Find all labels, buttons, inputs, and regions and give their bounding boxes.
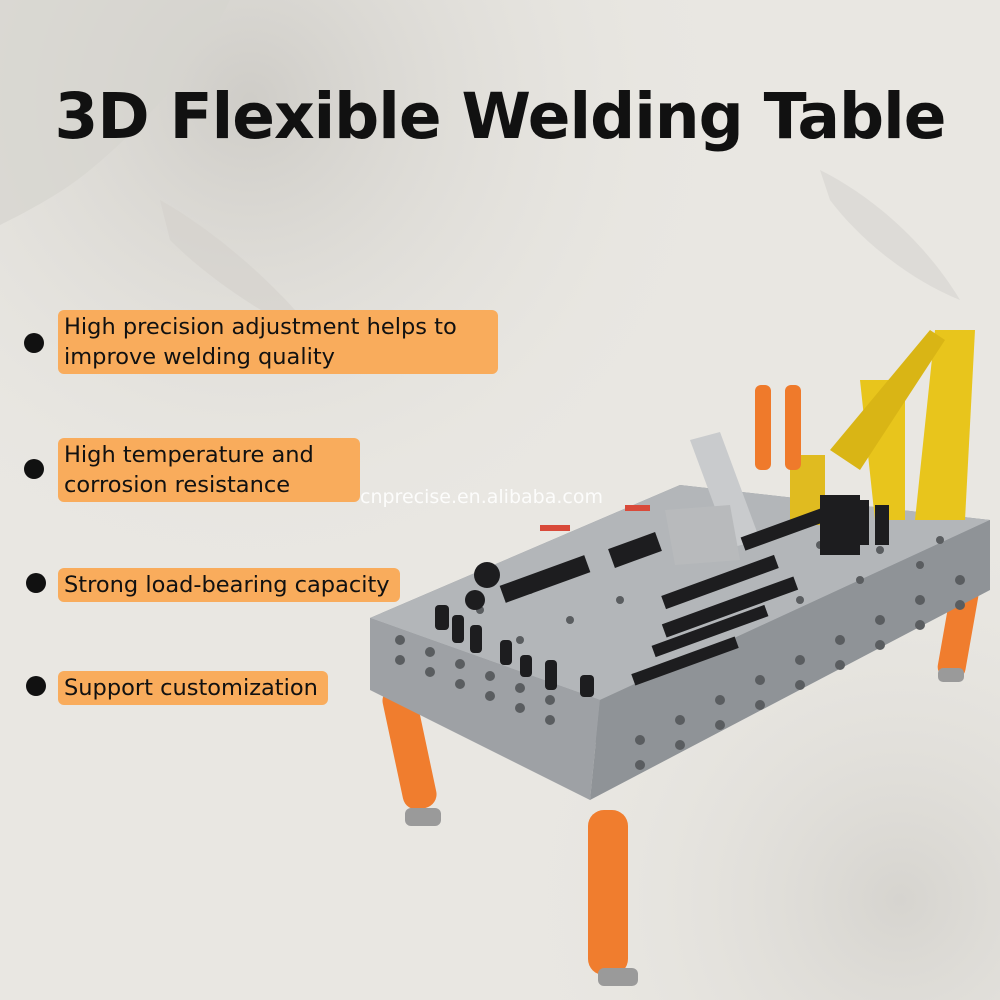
bullet-icon bbox=[26, 573, 46, 593]
watermark-text: cnprecise.en.alibaba.com bbox=[360, 486, 603, 508]
fixtures bbox=[435, 330, 975, 697]
feature-label: Support customization bbox=[58, 671, 328, 705]
feature-label: High precision adjustment helps to impro… bbox=[58, 310, 498, 374]
page-title: 3D Flexible Welding Table bbox=[54, 80, 947, 153]
bullet-icon bbox=[24, 459, 44, 479]
feature-label: Strong load-bearing capacity bbox=[58, 568, 400, 602]
bullet-icon bbox=[26, 676, 46, 696]
feature-label: High temperature and corrosion resistanc… bbox=[58, 438, 360, 502]
bullet-icon bbox=[24, 333, 44, 353]
table-legs bbox=[382, 560, 983, 986]
